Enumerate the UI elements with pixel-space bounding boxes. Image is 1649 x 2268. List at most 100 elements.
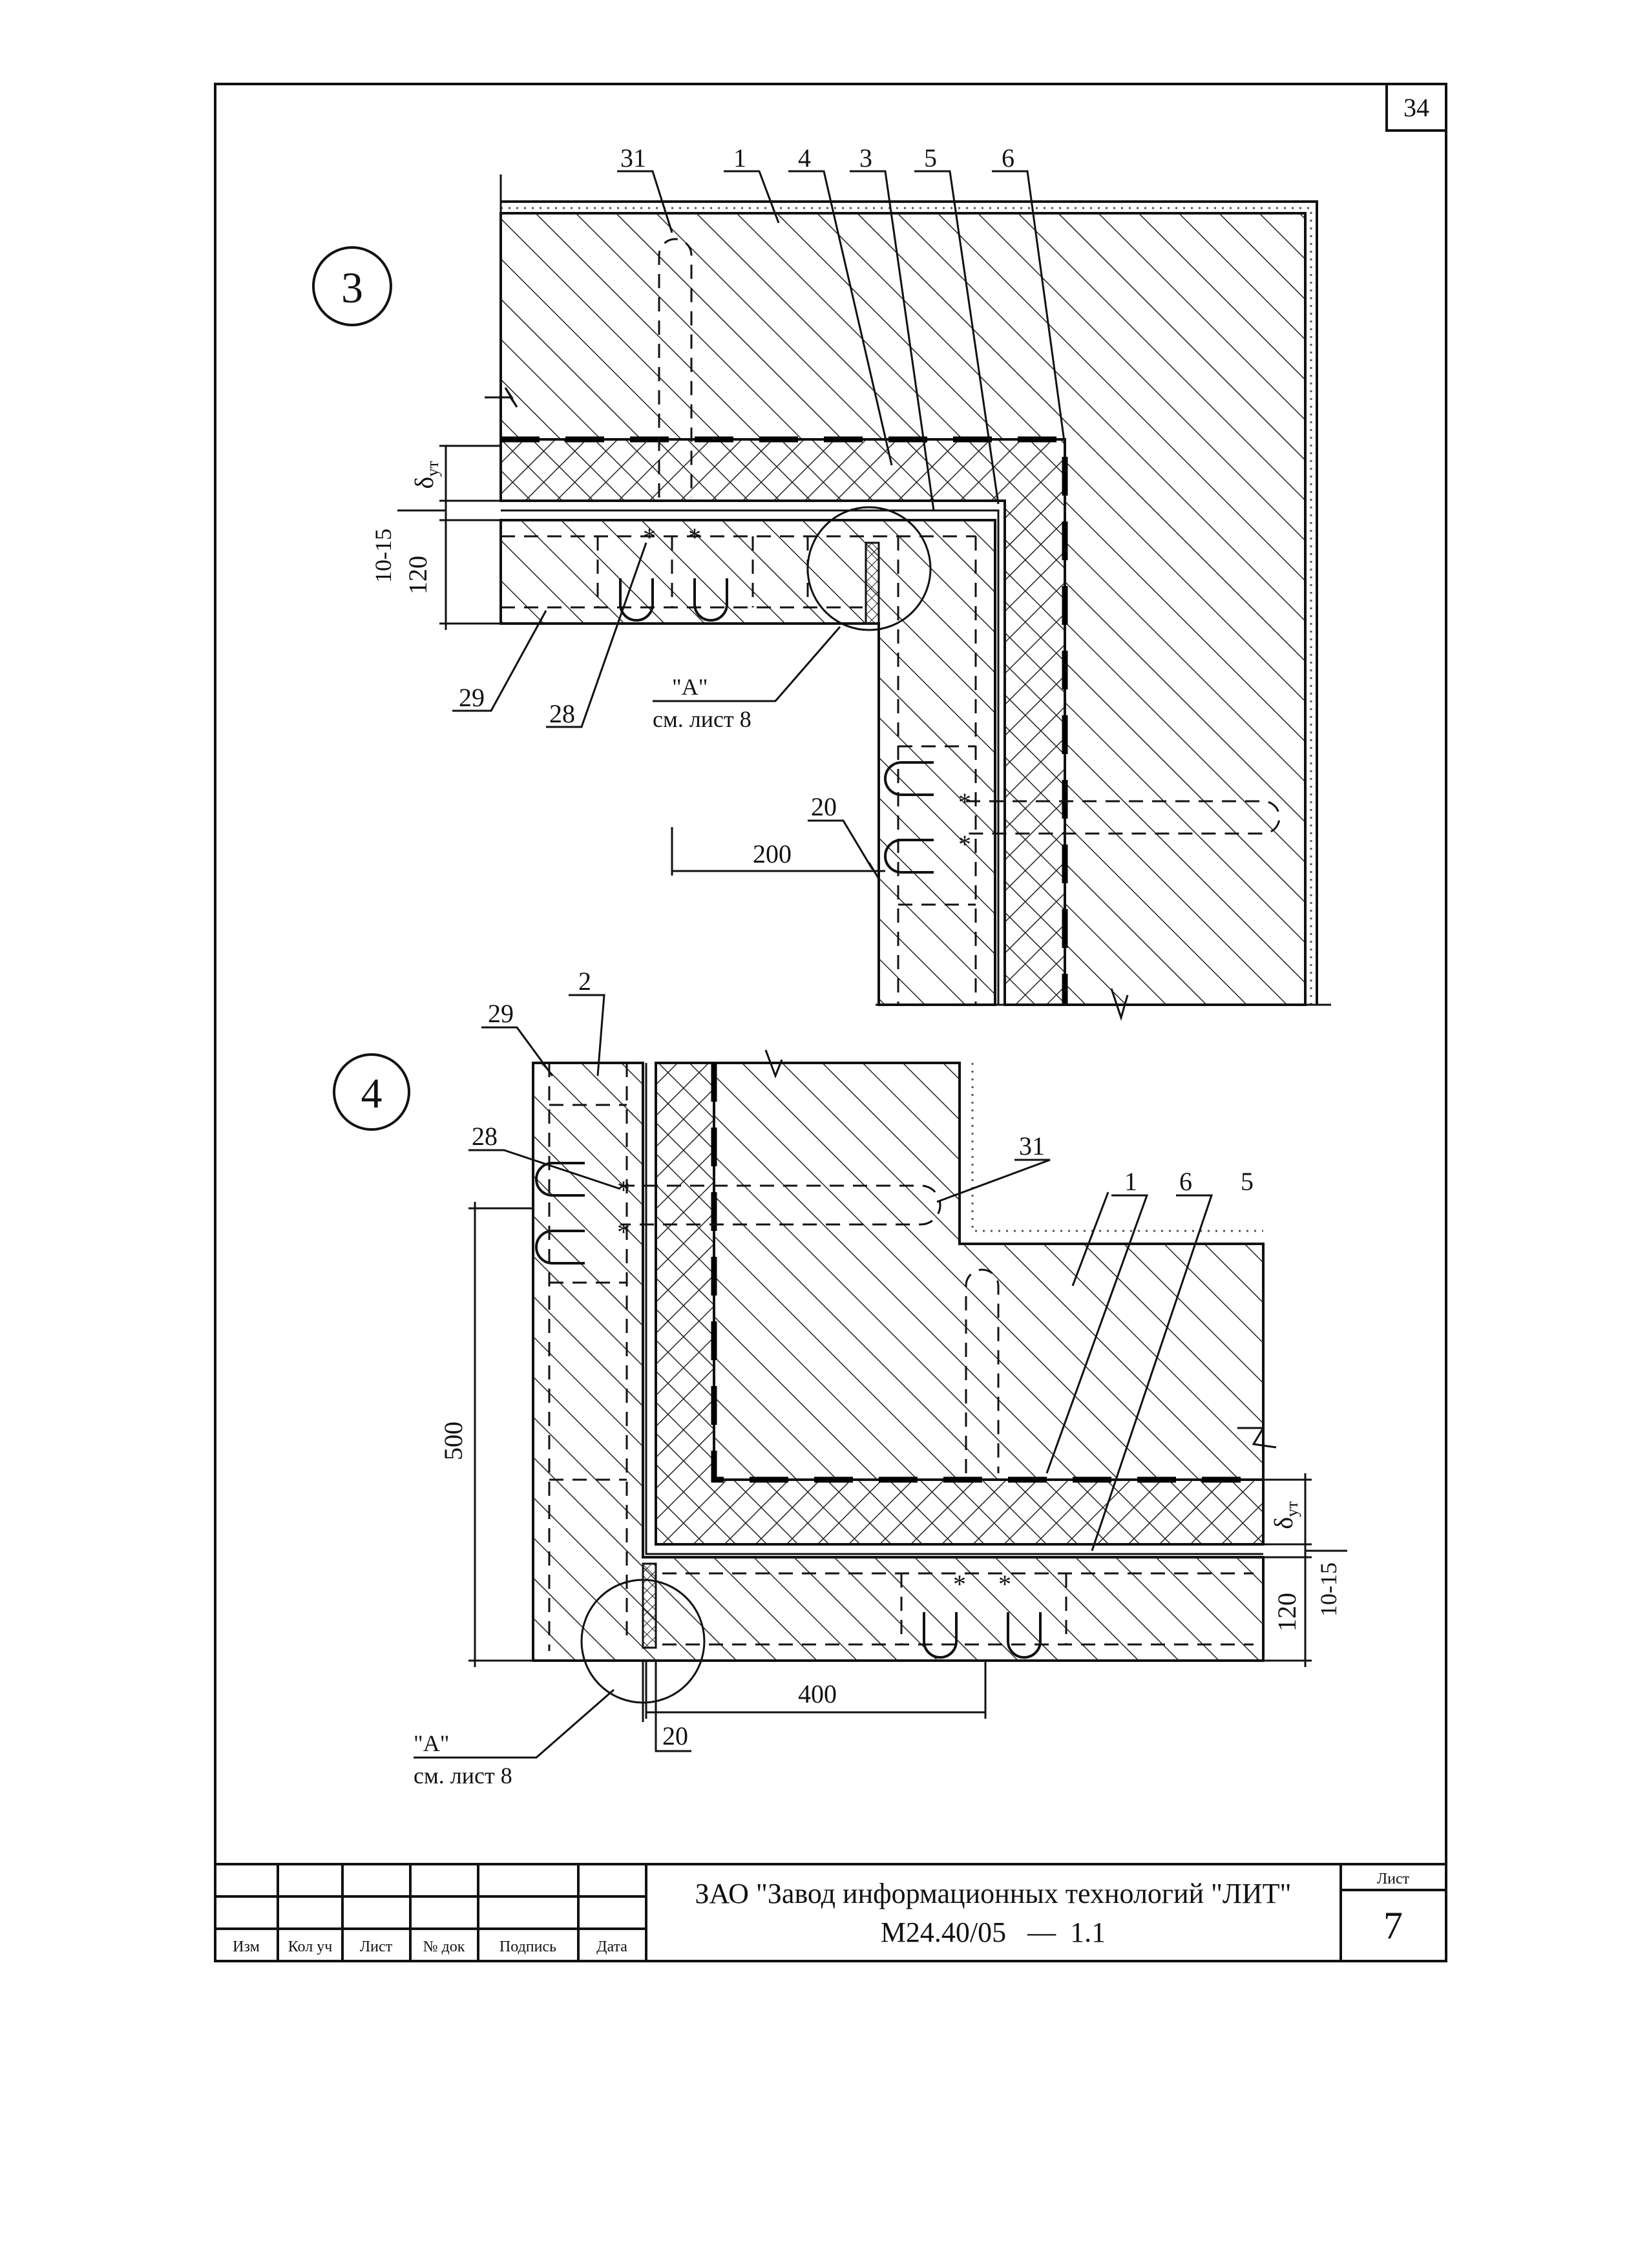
anchor-loop-3c xyxy=(884,761,934,796)
callout-circle-3 xyxy=(806,506,932,631)
label-20-4: 20 xyxy=(662,1721,688,1750)
dimension-chain-4 xyxy=(1263,1473,1347,1667)
detail-4: * * * * 4 29 2 28 31 1 6 5 500 xyxy=(333,967,1347,1789)
col-date: Дата xyxy=(596,1938,627,1955)
weld-mark-4b: * xyxy=(617,1217,630,1246)
label-29-3: 29 xyxy=(459,683,485,712)
label-5-4: 5 xyxy=(1241,1167,1254,1196)
break-mark-4b xyxy=(1237,1427,1277,1449)
thickness-dim-3: δут xyxy=(410,461,442,488)
weld-mark-3d: * xyxy=(958,830,971,859)
dim-400: 400 xyxy=(798,1679,837,1708)
dimension-500 xyxy=(468,1202,533,1667)
gap-dim-4: 10-15 xyxy=(1316,1562,1341,1617)
dimension-20-4 xyxy=(642,1661,691,1752)
vapour-barrier-3 xyxy=(501,436,1068,1005)
label-6-4: 6 xyxy=(1179,1167,1192,1196)
rebar-3v xyxy=(897,536,977,1005)
anchor-loop-3d xyxy=(884,839,934,874)
callout-leader-4 xyxy=(414,1688,614,1759)
rebar-4h-links xyxy=(900,1573,1067,1644)
col-signature: Подпись xyxy=(499,1938,556,1955)
anchor-loop-4b xyxy=(535,1230,585,1265)
callout-ref-4: см. лист 8 xyxy=(414,1763,512,1789)
anchor-loop-4d xyxy=(1007,1612,1042,1659)
col-kol-uch: Кол уч xyxy=(288,1938,333,1955)
plaster-line-3 xyxy=(501,200,1318,1005)
break-mark-3a xyxy=(485,387,518,408)
leader-label-4: 4 xyxy=(798,143,811,173)
col-list: Лист xyxy=(360,1938,393,1955)
col-izm: Изм xyxy=(233,1938,260,1955)
rebar-4v xyxy=(548,1063,628,1651)
rebar-4v-links xyxy=(549,1104,627,1481)
detail-number-4: 4 xyxy=(361,1070,383,1117)
label-28-4: 28 xyxy=(472,1122,498,1151)
rebar-3h xyxy=(501,535,976,609)
leader-label-31: 31 xyxy=(620,143,646,173)
anchor-loop-31-3 xyxy=(658,238,693,498)
callout-a-3: "А" xyxy=(672,674,708,700)
gap-dim-3: 10-15 xyxy=(370,529,396,583)
detail-number-circle-3 xyxy=(312,246,392,326)
callout-a-4: "А" xyxy=(414,1730,449,1756)
plaster-outer-4 xyxy=(971,1063,1263,1232)
leader-20-3 xyxy=(808,819,874,870)
detail-number-3: 3 xyxy=(341,263,363,312)
anchor-loop-31b-4 xyxy=(965,1268,1000,1473)
joint-seal-3 xyxy=(865,541,880,625)
sheet-number: 7 xyxy=(1383,1904,1403,1947)
break-mark-4a xyxy=(714,1049,960,1079)
leader-label-6: 6 xyxy=(1002,143,1014,173)
anchor-loop-4c xyxy=(923,1612,958,1659)
rebar-3h-links xyxy=(596,536,809,607)
anchor-loop-3b xyxy=(693,578,728,622)
dim-500: 500 xyxy=(439,1422,468,1460)
title-block xyxy=(215,1863,1446,1961)
sheet-label: Лист xyxy=(1377,1871,1410,1887)
plaster-line-4 xyxy=(958,1063,1263,1245)
break-mark-3b xyxy=(876,988,1331,1022)
leader-lines-4 xyxy=(468,994,1213,1551)
leader-label-5: 5 xyxy=(924,143,937,173)
sheet-corner-number: 34 xyxy=(1403,93,1429,122)
air-gap-line-4 xyxy=(645,1063,1263,1555)
col-doc: № док xyxy=(423,1938,465,1955)
joint-seal-4 xyxy=(642,1562,657,1649)
leader-label-1: 1 xyxy=(733,143,746,173)
label-28-3: 28 xyxy=(549,699,575,728)
label-20-3: 20 xyxy=(811,792,837,821)
weld-mark-3b: * xyxy=(688,523,701,552)
company-name: ЗАО "Завод информационных технологий "ЛИ… xyxy=(695,1878,1292,1909)
dimension-200 xyxy=(671,827,885,879)
sheet-corner-box xyxy=(1385,83,1447,132)
document-code: М24.40/05 — 1.1 xyxy=(881,1916,1106,1948)
callout-ref-3: см. лист 8 xyxy=(653,706,751,732)
weld-mark-4c: * xyxy=(953,1570,966,1599)
leader-29-3 xyxy=(452,610,547,712)
thickness-dim-4: δут xyxy=(1269,1501,1301,1529)
vapour-barrier-4 xyxy=(711,1063,1263,1483)
label-31-4: 31 xyxy=(1019,1131,1045,1160)
sheet-frame xyxy=(214,83,1447,1962)
dim-200: 200 xyxy=(753,839,792,868)
label-1-4: 1 xyxy=(1124,1167,1137,1196)
dimension-chain-3 xyxy=(397,445,501,630)
rebar-3v-links xyxy=(898,745,976,906)
label-29-4: 29 xyxy=(488,999,514,1028)
weld-mark-4a: * xyxy=(617,1175,630,1204)
weld-mark-3c: * xyxy=(958,788,971,817)
detail-3: * * * * 3 31 1 4 3 5 6 xyxy=(312,143,1331,1022)
leader-lines-3 xyxy=(617,170,1066,511)
detail-number-circle-4 xyxy=(333,1053,410,1131)
anchor-loop-3a xyxy=(619,578,654,622)
slab-dim-3: 120 xyxy=(403,556,432,594)
leader-label-3: 3 xyxy=(859,143,872,173)
slab-dim-4: 120 xyxy=(1272,1593,1301,1632)
label-2-4: 2 xyxy=(578,967,591,996)
plaster-dots-3 xyxy=(501,207,1312,1005)
anchor-bar-31-4 xyxy=(620,1184,941,1226)
leader-28-3 xyxy=(546,542,647,728)
air-gap-line-3 xyxy=(501,509,1000,1005)
